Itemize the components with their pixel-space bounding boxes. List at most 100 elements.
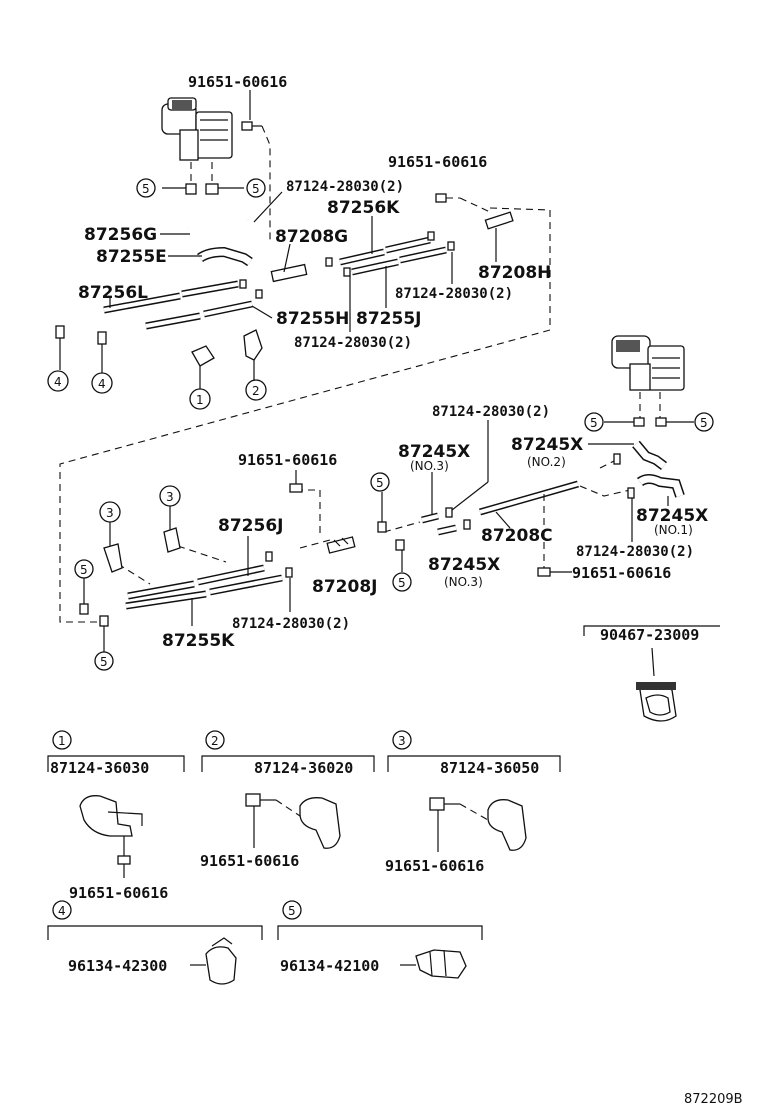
- heater-unit-right: [611, 335, 685, 418]
- label-det1-bolt: 91651-60616: [69, 884, 168, 902]
- hose-87256g: [185, 205, 251, 229]
- label-87256j: 87256J: [218, 516, 283, 536]
- joint-87208j: [326, 536, 356, 554]
- detail-4: 4: [47, 900, 263, 985]
- svg-text:4: 4: [98, 377, 106, 391]
- note-no1: (NO.1): [654, 523, 693, 537]
- callout-5-lower-c: 5: [370, 472, 390, 492]
- label-bolt-left2: 91651-60616: [238, 451, 337, 469]
- callout-5-lower-d: 5: [392, 572, 412, 592]
- svg-text:5: 5: [142, 182, 150, 196]
- label-87208j: 87208J: [312, 577, 377, 597]
- label-bolt-top: 91651-60616: [188, 73, 287, 91]
- bolt-left2: [289, 470, 303, 493]
- hose-87255e: [197, 246, 253, 267]
- clips-top: [162, 162, 244, 195]
- svg-text:2: 2: [252, 384, 260, 398]
- hose-87256k: [339, 216, 431, 266]
- heater-unit-top: [161, 97, 233, 161]
- label-det3-bolt: 91651-60616: [385, 857, 484, 875]
- callout-5-right-a: 5: [584, 412, 604, 432]
- callout-5-top-left: 5: [136, 178, 156, 198]
- clip-4-top-mid: [97, 331, 107, 374]
- label-clip-right-2: 87124-28030(2): [395, 286, 513, 302]
- callout-2-a: 2: [245, 379, 267, 401]
- callout-5-top-right: 5: [246, 178, 266, 198]
- label-87245x-no2: 87245X: [511, 435, 583, 455]
- svg-text:5: 5: [398, 576, 406, 590]
- detail-2: 2: [201, 730, 375, 849]
- svg-text:5: 5: [100, 655, 108, 669]
- note-no2: (NO.2): [527, 455, 566, 469]
- hose-87245x-no3a: [421, 472, 439, 524]
- label-clip-208c-2: 87124-28030(2): [576, 544, 694, 560]
- svg-text:5: 5: [376, 476, 384, 490]
- label-det1-part: 87124-36030: [50, 759, 149, 777]
- label-clip-lower-2: 87124-28030(2): [232, 616, 350, 632]
- bolt-top: [241, 90, 271, 240]
- label-det2-bolt: 91651-60616: [200, 852, 299, 870]
- note-no3b: (NO.3): [444, 575, 483, 589]
- diagram-id: 872209B: [684, 1092, 743, 1107]
- clip-4-top-left: [55, 325, 65, 370]
- bracket-1-top: [191, 345, 215, 390]
- label-det2-part: 87124-36020: [254, 759, 353, 777]
- note-no3a: (NO.3): [410, 459, 449, 473]
- callout-3-b: 3: [159, 485, 181, 507]
- label-clip-bottom-2: 87124-28030(2): [294, 335, 412, 351]
- svg-text:3: 3: [166, 490, 174, 504]
- svg-text:3: 3: [106, 506, 114, 520]
- clamp-90467: [583, 625, 720, 722]
- label-87255h: 87255H: [276, 309, 349, 329]
- joint-87208h: [484, 211, 514, 262]
- label-87208c: 87208C: [481, 526, 553, 546]
- label-bolt-208c: 91651-60616: [572, 564, 671, 582]
- label-det4-part: 96134-42300: [68, 957, 167, 975]
- hose-87255k: [125, 574, 283, 626]
- label-87256g: 87256G: [84, 225, 157, 245]
- label-det3-part: 87124-36050: [440, 759, 539, 777]
- bolt-mid: [435, 193, 491, 213]
- label-87255j: 87255J: [356, 309, 421, 329]
- label-clip-top-2: 87124-28030(2): [286, 179, 404, 195]
- hose-87256j: [127, 536, 265, 600]
- label-bolt-mid: 91651-60616: [388, 153, 487, 171]
- bracket-3-right: [163, 506, 181, 553]
- dashed-boundary-left: [59, 210, 551, 623]
- svg-text:2: 2: [211, 734, 219, 748]
- detail-1: 1: [47, 730, 185, 878]
- label-87256k: 87256K: [327, 198, 400, 218]
- label-det5-part: 96134-42100: [280, 957, 379, 975]
- joint-87208g: [270, 243, 308, 283]
- callout-5-lower-a: 5: [74, 559, 94, 579]
- hose-87245x-no2: [588, 440, 667, 470]
- label-87245x-no3a: 87245X: [398, 442, 470, 462]
- label-clip-right2-2: 87124-28030(2): [432, 404, 550, 420]
- callout-4-b: 4: [91, 372, 113, 394]
- label-87255e: 87255E: [96, 247, 167, 267]
- svg-text:1: 1: [58, 734, 66, 748]
- label-87208h: 87208H: [478, 263, 551, 283]
- hose-87256l: [103, 280, 239, 314]
- hose-87255j: [351, 246, 447, 308]
- label-87245x-no3b: 87245X: [428, 555, 500, 575]
- hose-87245x-no3b: [437, 524, 457, 536]
- svg-text:4: 4: [58, 904, 66, 918]
- callout-1-a: 1: [189, 388, 211, 410]
- label-87255k: 87255K: [162, 631, 235, 651]
- svg-text:5: 5: [288, 904, 296, 918]
- svg-text:5: 5: [700, 416, 708, 430]
- svg-text:4: 4: [54, 375, 62, 389]
- svg-text:5: 5: [590, 416, 598, 430]
- callout-4-a: 4: [47, 370, 69, 392]
- detail-5: 5: [277, 900, 483, 979]
- bolt-208c: [537, 567, 572, 577]
- svg-text:5: 5: [80, 563, 88, 577]
- label-87245x-no1: 87245X: [636, 506, 708, 526]
- svg-text:5: 5: [252, 182, 260, 196]
- detail-3: 3: [387, 730, 561, 852]
- bracket-3-left: [103, 522, 123, 573]
- label-87208g: 87208G: [275, 227, 348, 247]
- joint-87208c: [479, 480, 579, 568]
